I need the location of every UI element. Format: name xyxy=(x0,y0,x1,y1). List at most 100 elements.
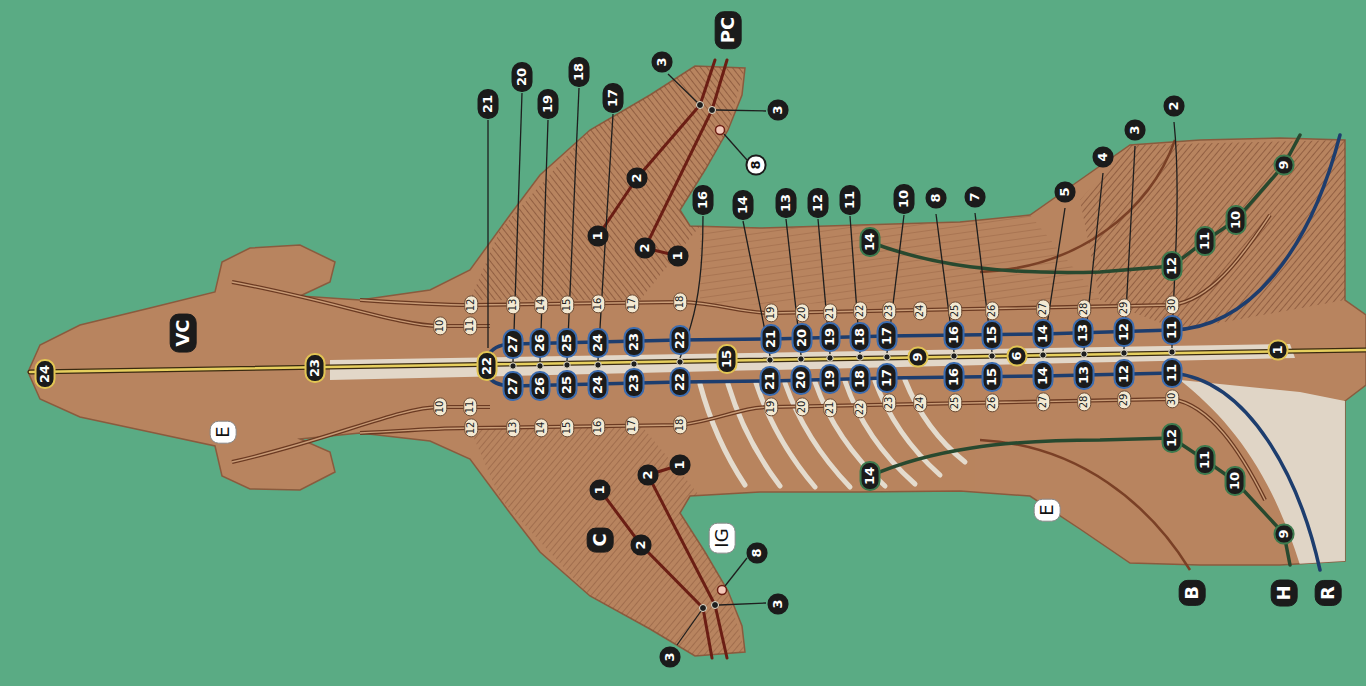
callout-number: 2 xyxy=(627,167,648,188)
rib xyxy=(700,384,745,485)
blue-meridian xyxy=(488,373,1320,570)
small-point-number: 28 xyxy=(1077,300,1091,319)
point xyxy=(884,354,890,360)
small-point-number: 14 xyxy=(534,419,548,438)
green-point-number: 11 xyxy=(1195,445,1216,475)
region-label: R xyxy=(1315,580,1342,606)
midline-point-number: 23 xyxy=(305,353,326,383)
point xyxy=(827,355,833,361)
blue-point-number: 26 xyxy=(530,371,551,401)
point xyxy=(537,363,543,369)
meridian-line xyxy=(360,215,1270,313)
point xyxy=(989,353,995,359)
blue-point-number: 20 xyxy=(792,323,813,353)
small-point-number: 17 xyxy=(625,417,639,436)
blue-point-number: 27 xyxy=(503,329,524,359)
small-point-number: 11 xyxy=(463,398,477,417)
small-point-number: 26 xyxy=(985,394,999,413)
callout-number: 3 xyxy=(768,593,789,614)
small-point-number: 15 xyxy=(560,296,574,315)
callout-number: 12 xyxy=(808,188,829,218)
leader-line xyxy=(487,120,488,348)
blue-point-number: 22 xyxy=(670,325,691,355)
callout-number: 13 xyxy=(776,188,797,218)
meridian-line xyxy=(980,140,1175,272)
small-point-number: 12 xyxy=(464,419,478,438)
blue-point-number: 26 xyxy=(530,328,551,358)
leader-line xyxy=(719,603,766,605)
rib xyxy=(756,383,815,487)
green-point-number: 10 xyxy=(1225,466,1246,496)
blue-point-number: 22 xyxy=(670,367,691,397)
callout-number: 17 xyxy=(603,83,624,113)
leader-lines xyxy=(488,74,1177,645)
callout-number: 16 xyxy=(693,185,714,215)
blue-point-number: 25 xyxy=(557,328,578,358)
blue-point-number: 19 xyxy=(820,322,841,352)
small-point-number: 22 xyxy=(853,302,867,321)
blue-point-number: 20 xyxy=(791,365,812,395)
meridians xyxy=(30,60,1366,658)
region-label: VC xyxy=(170,313,197,352)
leg-meridian xyxy=(648,465,727,658)
blue-point-number: 16 xyxy=(944,320,965,350)
small-point-number: 30 xyxy=(1165,296,1179,315)
points xyxy=(510,102,1175,612)
blue-point-number: 16 xyxy=(944,362,965,392)
small-point-number: 24 xyxy=(913,394,927,413)
point xyxy=(631,361,637,367)
small-point-number: 23 xyxy=(882,302,896,321)
blue-point-number: 14 xyxy=(1033,319,1054,349)
callout-number: 8 xyxy=(926,187,947,208)
small-point-number: 19 xyxy=(764,398,778,417)
leg-meridian xyxy=(600,490,712,658)
point xyxy=(1169,349,1175,355)
region-label: B xyxy=(1179,580,1206,606)
small-point-number: 17 xyxy=(625,295,639,314)
leader-line xyxy=(668,74,698,103)
region-label: C xyxy=(587,527,614,552)
leader-line xyxy=(677,611,701,645)
leader-line xyxy=(513,93,522,362)
small-point-number: 25 xyxy=(948,302,962,321)
point xyxy=(700,605,707,612)
small-point-number: 25 xyxy=(948,394,962,413)
blue-point-number: 12 xyxy=(1114,359,1135,389)
point xyxy=(595,362,601,368)
callout-number: 7 xyxy=(965,186,986,207)
leg-meridian xyxy=(645,60,727,256)
region-label: IG xyxy=(709,522,736,553)
blue-point-number: 24 xyxy=(588,370,609,400)
callout-number: 3 xyxy=(768,99,789,120)
midline-point-number: 24 xyxy=(35,359,56,389)
small-point-number: 16 xyxy=(591,418,605,437)
blue-point-number: 21 xyxy=(760,366,781,396)
small-point-number: 14 xyxy=(534,296,548,315)
midline-point-number: 22 xyxy=(477,351,498,381)
green-point-number: 14 xyxy=(860,461,881,491)
callout-number: 19 xyxy=(538,89,559,119)
callout-number: 10 xyxy=(894,184,915,214)
point xyxy=(1121,350,1127,356)
blue-point-number: 12 xyxy=(1114,317,1135,347)
leader-line xyxy=(724,134,747,160)
green-point-number: 12 xyxy=(1162,251,1183,281)
blue-point-number: 18 xyxy=(850,364,871,394)
leader-line xyxy=(716,110,766,111)
small-point-number: 22 xyxy=(853,400,867,419)
midline-point-number: 6 xyxy=(1007,345,1028,366)
blue-point-number: 14 xyxy=(1033,361,1054,391)
callout-number: 1 xyxy=(590,479,611,500)
meridian-line xyxy=(360,215,1270,313)
leader-line xyxy=(567,88,579,361)
callout-number: 3 xyxy=(660,646,681,667)
green-point-number: 11 xyxy=(1195,226,1216,256)
point xyxy=(712,602,719,609)
small-point-number: 21 xyxy=(823,399,837,418)
point xyxy=(677,359,683,365)
callout-number: 2 xyxy=(1164,95,1185,116)
point xyxy=(510,363,516,369)
callout-number: 3 xyxy=(652,51,673,72)
